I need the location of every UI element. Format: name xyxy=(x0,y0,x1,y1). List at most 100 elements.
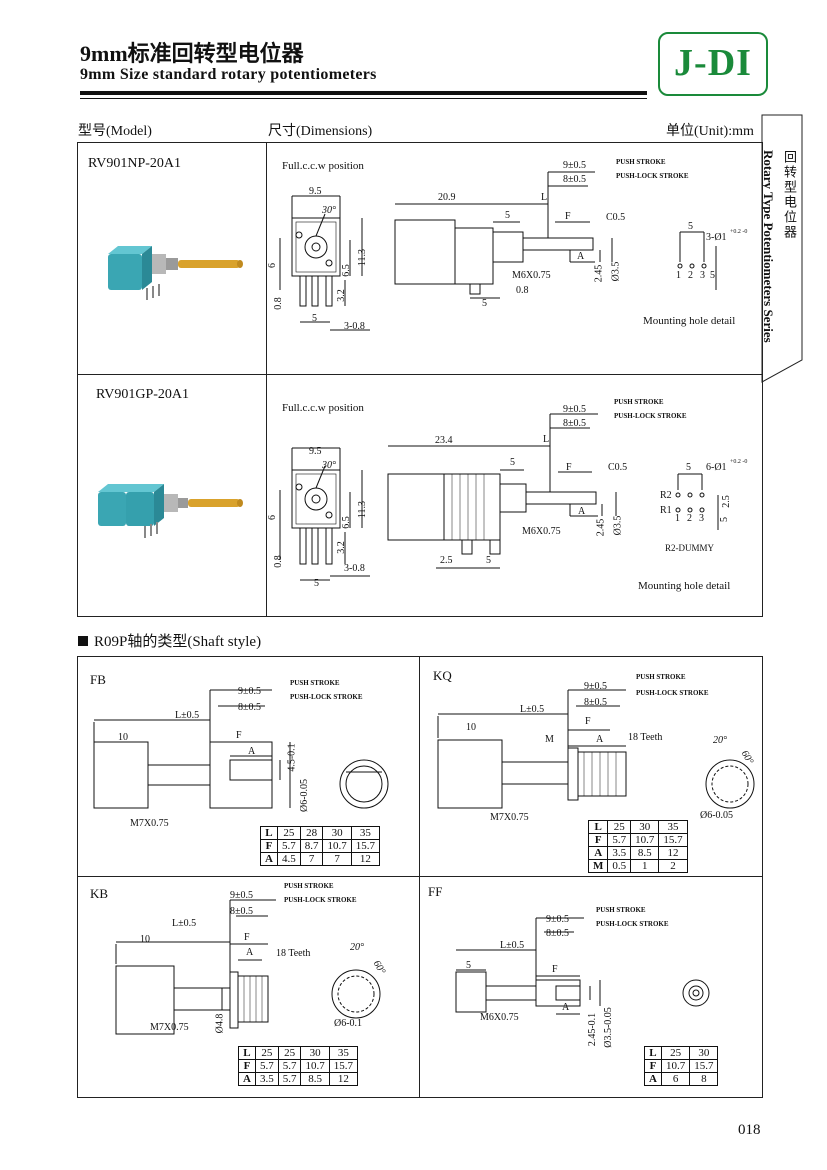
table-cell: 4.5 xyxy=(276,852,301,866)
dim-F-1: F xyxy=(565,211,571,222)
header-rule xyxy=(80,91,647,95)
dim-L-1: L xyxy=(541,192,548,203)
mh-side-5-1: 5 xyxy=(710,270,715,281)
dim-five-1: 5 xyxy=(505,210,510,221)
kb-lock-label: PUSH-LOCK STROKE xyxy=(284,896,357,904)
fb-len: 10 xyxy=(118,732,128,743)
panel-ff-title: FF xyxy=(428,884,443,899)
kq-lock-label: PUSH-LOCK STROKE xyxy=(636,689,709,697)
dim-lock-1: 8±0.5 xyxy=(563,174,586,185)
dim-L-2: L xyxy=(543,434,550,445)
panel-kq-title: KQ xyxy=(433,668,452,683)
push-lock-label-2: PUSH-LOCK STROKE xyxy=(614,412,687,420)
fb-push-label: PUSH STROKE xyxy=(290,679,340,687)
kb-lock: 8±0.5 xyxy=(230,906,253,917)
table-row-divider xyxy=(77,374,762,375)
shaft-grid-hdivider xyxy=(77,876,762,877)
row-label-r2: R2 xyxy=(660,490,672,501)
table-cell: 10.7 xyxy=(630,833,660,847)
fb-L: L±0.5 xyxy=(175,710,200,721)
kq-thread: M7X0.75 xyxy=(490,812,529,823)
ff-lock-label: PUSH-LOCK STROKE xyxy=(596,920,669,928)
page-title-en: 9mm Size standard rotary potentiometers xyxy=(80,66,377,83)
kq-L: L±0.5 xyxy=(520,704,545,715)
mh-spacing-2: 5 xyxy=(686,462,691,473)
kb-A: A xyxy=(246,947,254,958)
dim-p4-2: 3-0.8 xyxy=(344,563,365,574)
fb-push: 9±0.5 xyxy=(238,686,261,697)
kq-angle1: 20° xyxy=(713,735,727,746)
fb-thread: M7X0.75 xyxy=(130,818,169,829)
ff-d2: Ø3.5-0.05 xyxy=(602,1007,614,1048)
table-cell: 15.7 xyxy=(689,1059,719,1073)
kq-teeth: 18 Teeth xyxy=(628,732,663,743)
ff-A: A xyxy=(562,1002,570,1013)
mounting-detail-label-1: Mounting hole detail xyxy=(643,315,736,327)
r2-dummy-label: R2-DUMMY xyxy=(665,543,715,553)
fb-F: F xyxy=(236,730,242,741)
pin-1-2: 1 xyxy=(675,513,680,524)
product-photo-1 xyxy=(108,246,243,300)
kq-F: F xyxy=(585,716,591,727)
ff-F: F xyxy=(552,964,558,975)
kq-A: A xyxy=(596,734,604,745)
dim-bot5-1: 5 xyxy=(482,298,487,309)
kb-F: F xyxy=(244,932,250,943)
dim-length-2: 23.4 xyxy=(435,435,453,446)
table-cell: 25 xyxy=(660,1046,691,1060)
dim-width-2: 9.5 xyxy=(309,446,322,457)
product-model-2: RV901GP-20A1 xyxy=(96,387,189,402)
product-model-1: RV901NP-20A1 xyxy=(88,156,181,171)
brand-logo: J-DI xyxy=(658,32,768,96)
table-cell: 5.7 xyxy=(277,1072,302,1086)
pin-2-2: 2 xyxy=(687,513,692,524)
page-title-cn: 9mm标准回转型电位器 xyxy=(80,41,304,66)
dim-F-2: F xyxy=(566,462,572,473)
table-cell: 12 xyxy=(350,852,380,866)
pin-1-1: 1 xyxy=(676,270,681,281)
ff-d1: 2.45-0.1 xyxy=(587,1012,599,1047)
kq-d: Ø6-0.05 xyxy=(700,810,734,821)
side-tab-en: Rotary Type Potentiometers Series xyxy=(761,150,776,343)
side-tab-cn: 回转型电位器 xyxy=(782,150,797,240)
shaft-style-grid xyxy=(77,656,763,1098)
dim-b2-2: 5 xyxy=(486,555,491,566)
column-model: 型号(Model) xyxy=(78,124,152,139)
dim-thread-2: M6X0.75 xyxy=(522,526,561,537)
fb-lock: 8±0.5 xyxy=(238,702,261,713)
dim-five-2: 5 xyxy=(510,457,515,468)
section-bullet-icon xyxy=(78,636,88,646)
table-cell: 15.7 xyxy=(658,833,688,847)
table-divider xyxy=(266,142,267,616)
header-rule-thin xyxy=(80,98,647,99)
table-cell: 2 xyxy=(658,859,688,873)
table-cell: A xyxy=(644,1072,662,1086)
ff-push-label: PUSH STROKE xyxy=(596,906,646,914)
column-unit: 单位(Unit):mm xyxy=(666,124,754,139)
pin-3-1: 3 xyxy=(700,270,705,281)
mh-holes-1: 3-Ø1 xyxy=(706,232,727,243)
table-cell: 6 xyxy=(660,1072,691,1086)
table-cell: A xyxy=(260,852,278,866)
dim-d1-1: 0.8 xyxy=(516,285,529,296)
pin-3-2: 3 xyxy=(699,513,704,524)
page-number: 018 xyxy=(738,1122,761,1138)
table-cell: 8 xyxy=(689,1072,719,1086)
